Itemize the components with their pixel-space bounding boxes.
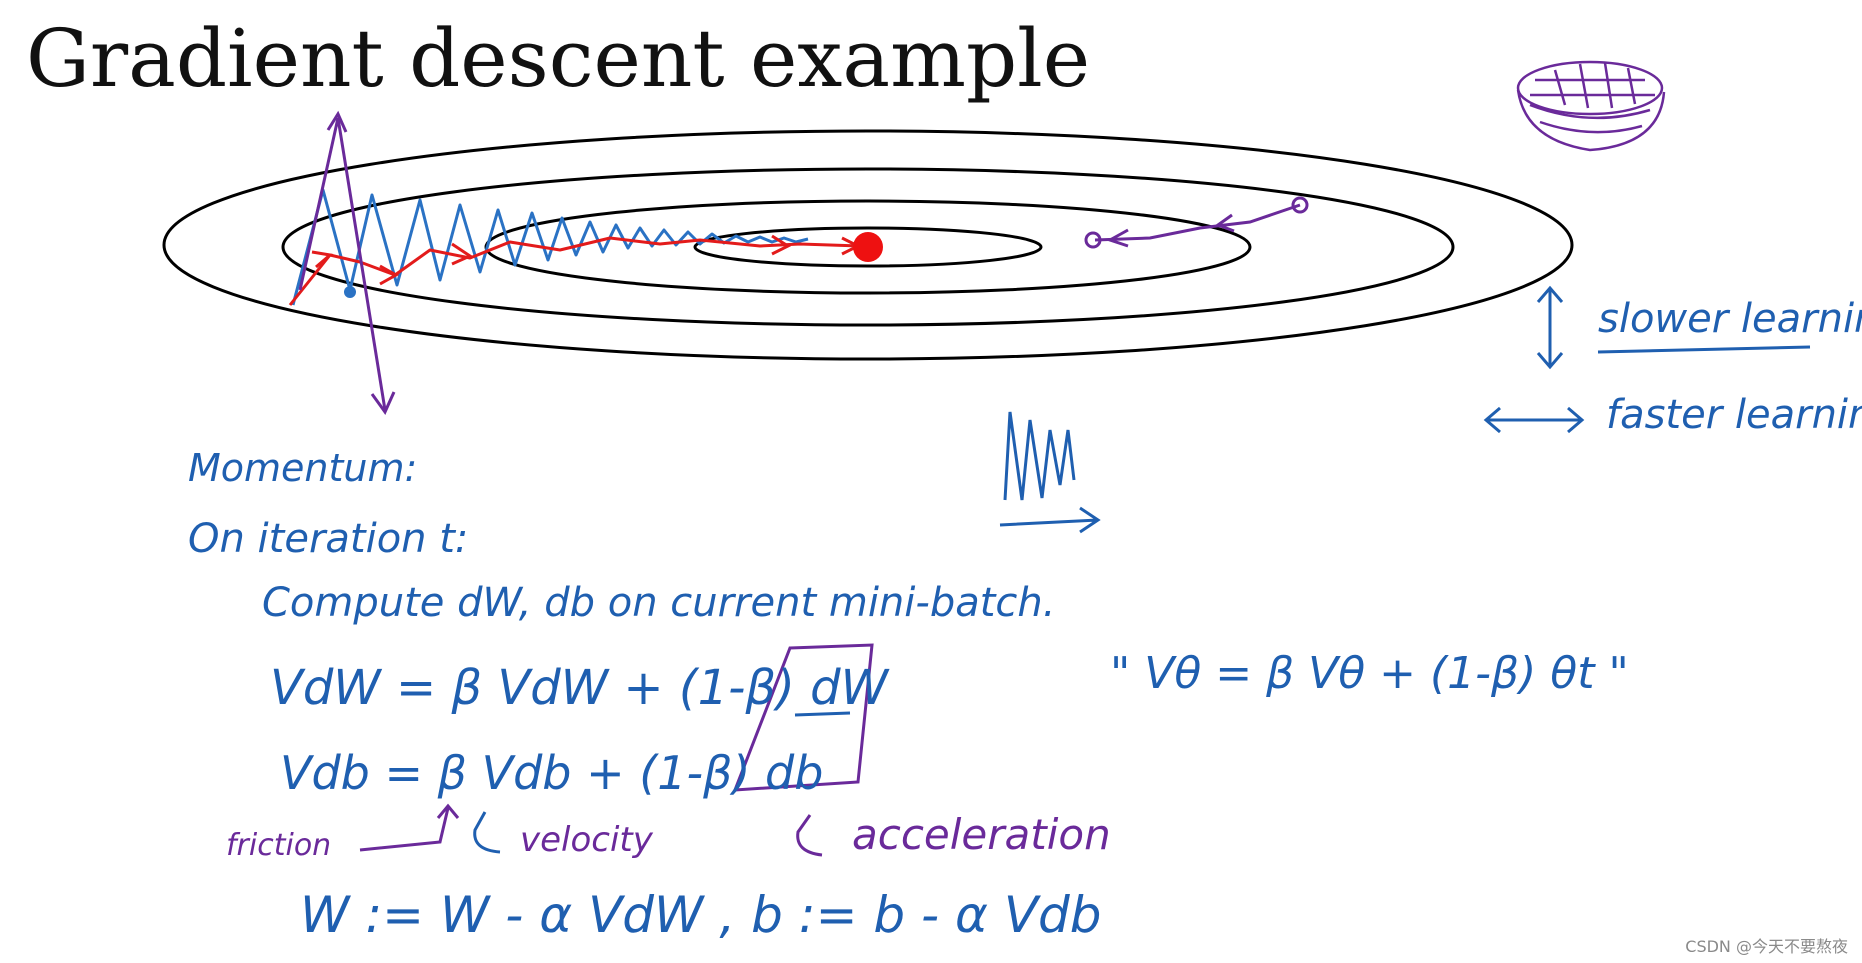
- faster-learning-label: faster learning .: [1606, 392, 1862, 438]
- acceleration-box: [732, 643, 874, 792]
- gd-start-point: [344, 286, 356, 298]
- momentum-arrow-3: [451, 242, 474, 266]
- iteration-line: On iteration t:: [188, 516, 469, 562]
- acceleration-pointer: [796, 814, 823, 857]
- momentum-heading: Momentum:: [188, 446, 418, 490]
- ema-formula: " Vθ = β Vθ + (1-β) θt ": [1110, 648, 1629, 699]
- slower-learning-label: slower learning: [1598, 296, 1862, 342]
- watermark: CSDN @今天不要熬夜: [1685, 937, 1848, 956]
- momentum-arrow-4: [771, 234, 792, 256]
- friction-arrow: [359, 803, 460, 852]
- right-path-arrow-2: [1106, 228, 1129, 248]
- dw-underline: [794, 711, 851, 717]
- horizontal-double-arrow: [1483, 406, 1585, 434]
- velocity-pointer: [473, 811, 501, 854]
- contour-outer: [162, 129, 1574, 361]
- vdb-equation: Vdb = β Vdb + (1-β) db: [280, 746, 824, 800]
- right-path-end: [1084, 231, 1102, 249]
- oscillation-doodle: [1003, 411, 1076, 501]
- vdw-equation: VdW = β VdW + (1-β) dW: [270, 660, 889, 716]
- contour-2: [281, 167, 1455, 327]
- vertical-double-arrow: [1536, 285, 1564, 370]
- bowl-sketch: [1516, 60, 1666, 152]
- arrowhead-down: [370, 391, 396, 415]
- friction-label: friction: [226, 828, 332, 863]
- slower-underline: [1597, 345, 1811, 354]
- slide-title: Gradient descent example: [26, 12, 1091, 105]
- contour-inner: [693, 226, 1043, 268]
- arrowhead-up: [326, 110, 348, 133]
- momentum-arrow-2: [379, 264, 400, 286]
- velocity-label: velocity: [520, 820, 653, 860]
- acceleration-label: acceleration: [852, 810, 1111, 859]
- right-path-arrow-1: [1214, 213, 1235, 233]
- right-side-path: [1094, 203, 1301, 242]
- compute-line: Compute dW, db on current mini-batch.: [262, 580, 1056, 626]
- minimum-point: [853, 232, 883, 262]
- doodle-arrow: [999, 506, 1101, 534]
- right-path-start: [1291, 196, 1309, 214]
- vertical-overshoot-arrow: [298, 117, 387, 411]
- update-rule: W := W - α VdW , b := b - α Vdb: [300, 886, 1102, 944]
- momentum-arrow-1: [311, 250, 334, 269]
- momentum-path: [288, 236, 861, 306]
